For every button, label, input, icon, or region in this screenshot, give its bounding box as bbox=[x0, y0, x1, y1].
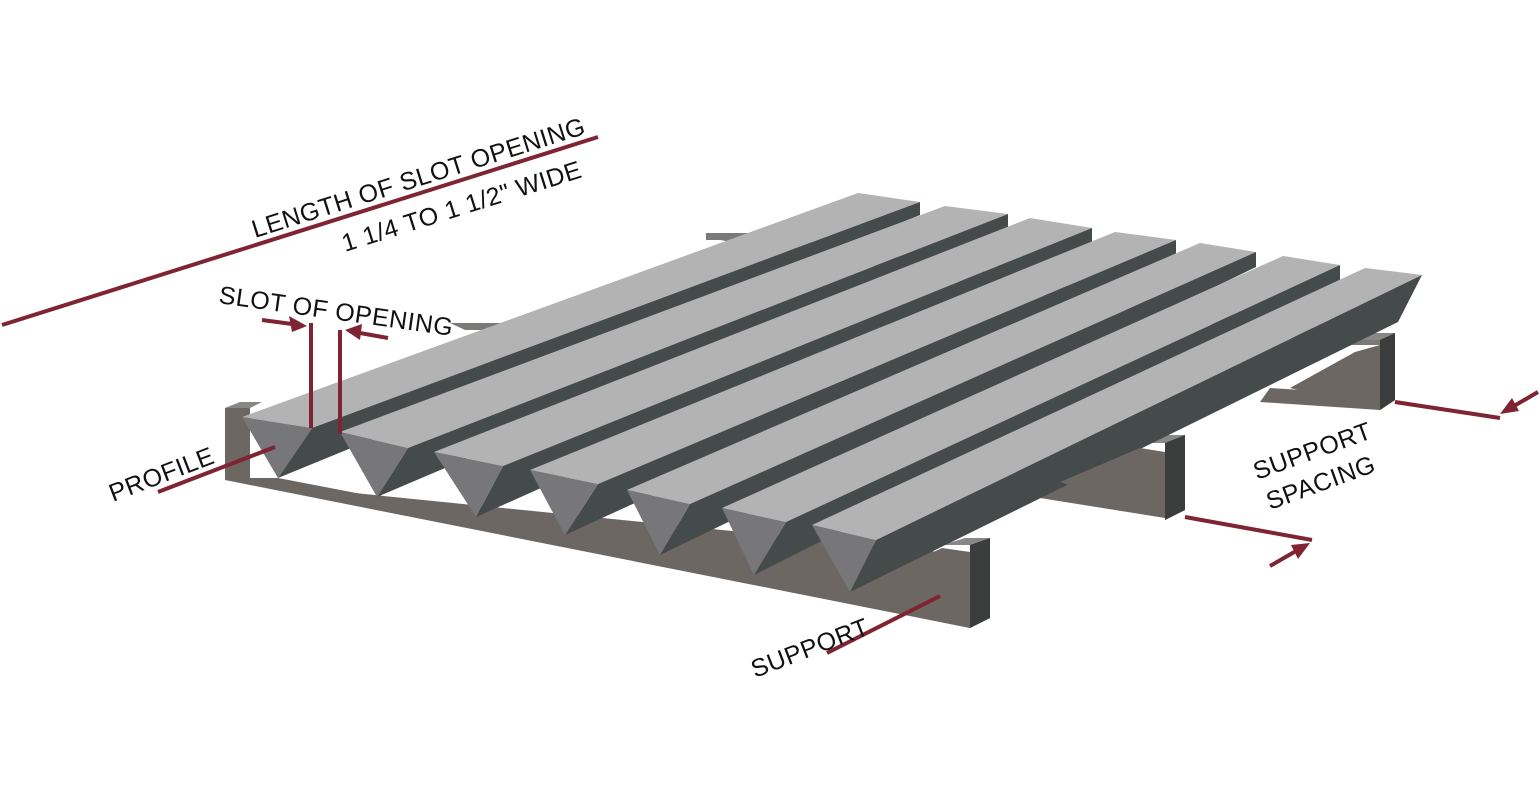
arrow-icon bbox=[345, 324, 389, 340]
support-label: SUPPORT bbox=[747, 613, 873, 684]
dimension-lines bbox=[1, 135, 1540, 655]
slot-opening-label: SLOT OF OPENING bbox=[217, 281, 455, 342]
support-spacing-line-front bbox=[1184, 515, 1313, 542]
wedge-bars bbox=[242, 193, 1422, 592]
slot-length-line bbox=[1, 135, 599, 327]
wedge-bar-7 bbox=[812, 268, 1422, 592]
profile-leader-line bbox=[157, 445, 276, 494]
support-leader-line bbox=[826, 594, 941, 655]
arrow-icon bbox=[1500, 390, 1540, 414]
arrow-icon bbox=[261, 316, 307, 332]
support-spacing-line-back bbox=[1394, 400, 1501, 420]
support-front-base bbox=[225, 333, 1395, 628]
arrow-icon bbox=[1269, 543, 1310, 568]
